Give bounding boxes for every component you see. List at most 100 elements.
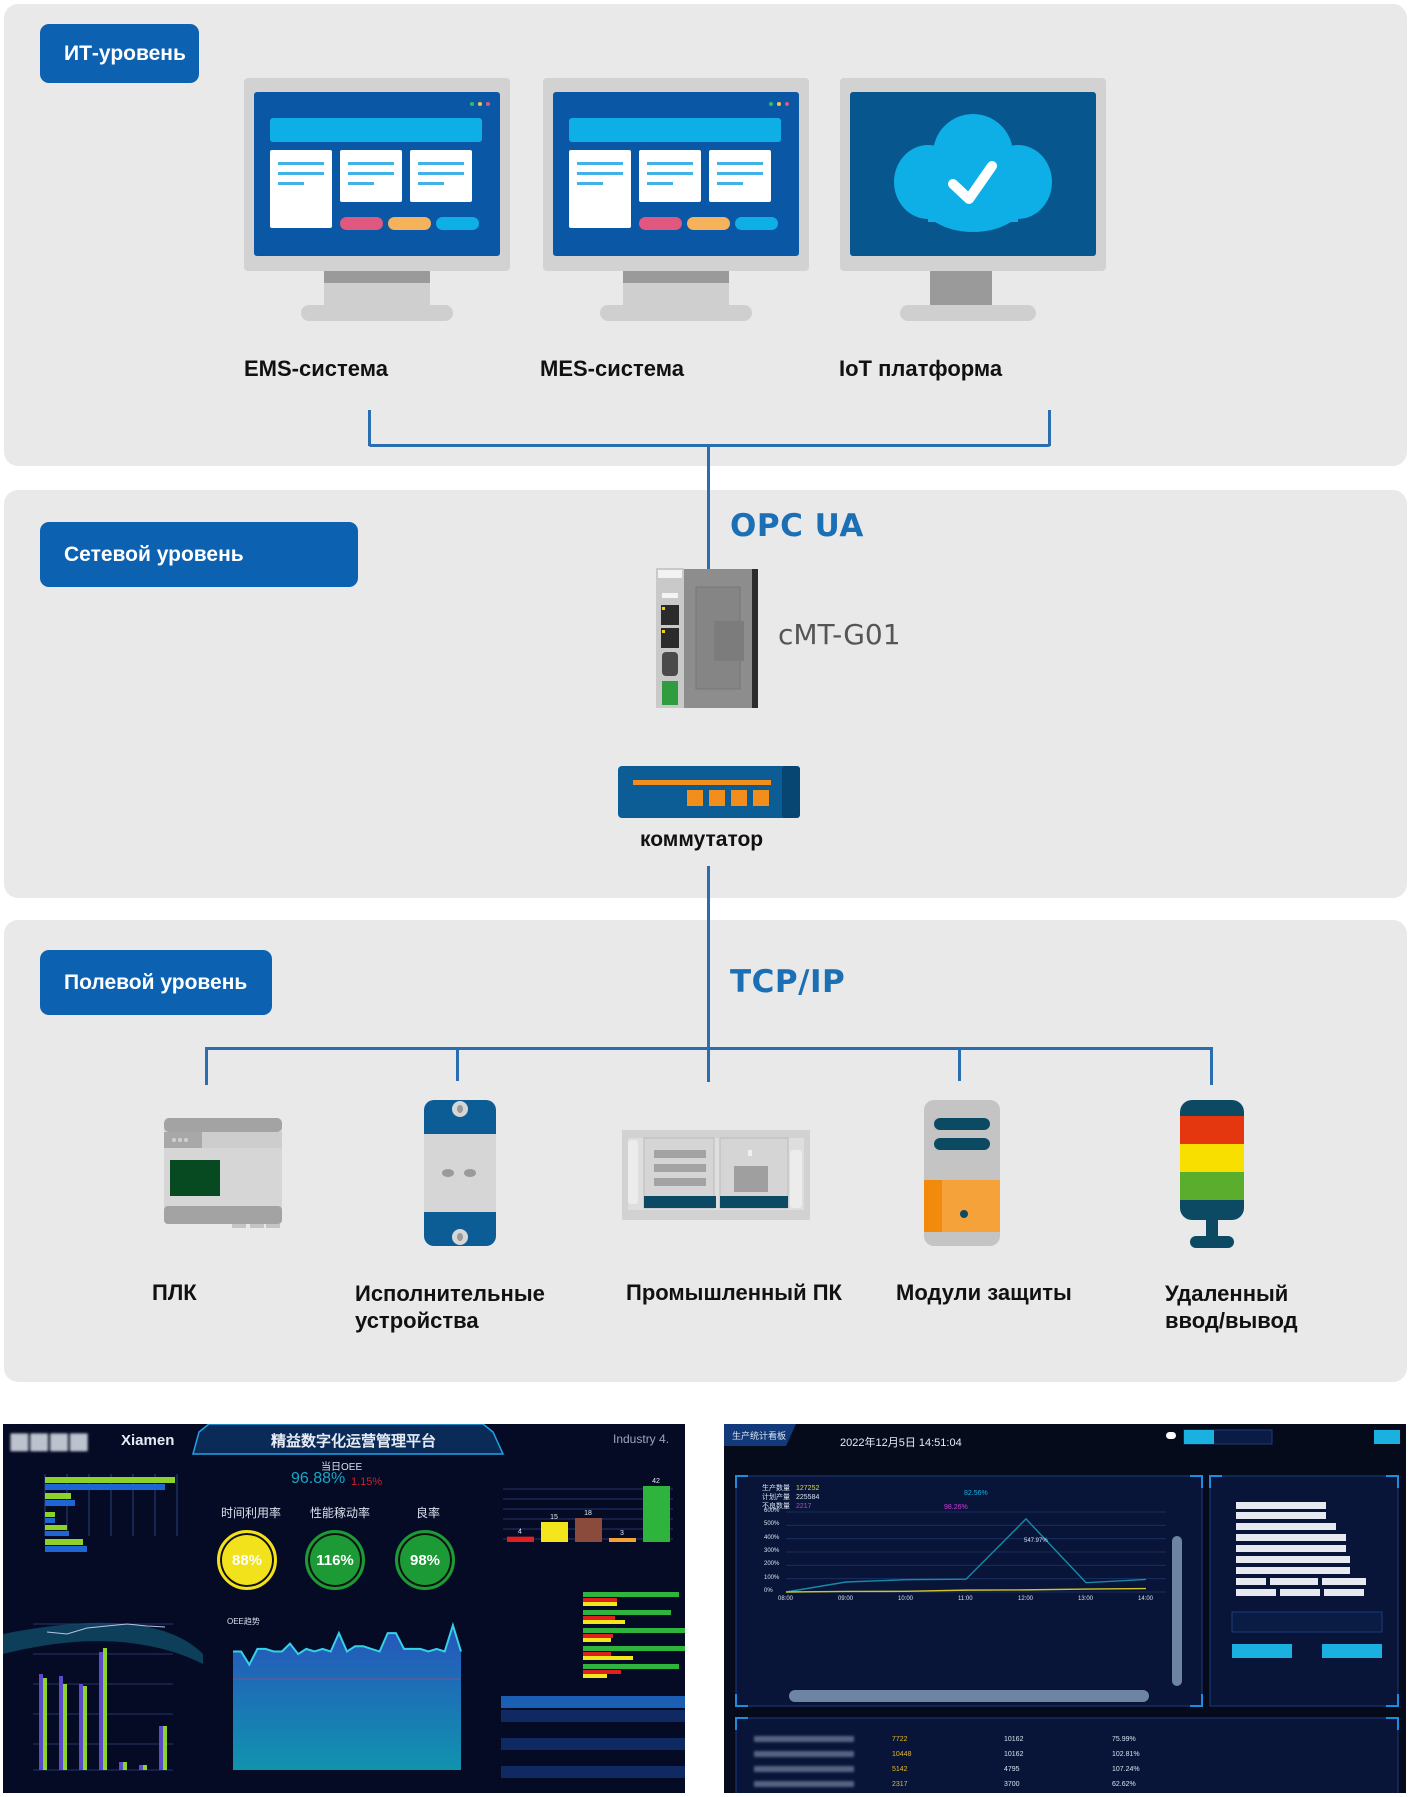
- plc-icon: [162, 1118, 284, 1235]
- tcp-ip-label: TCP/IP: [730, 964, 846, 1000]
- summary-labels: 生产数量计划产量不良数量: [762, 1485, 790, 1510]
- weekly-bar: [103, 1648, 107, 1770]
- table-row-name-blurred: [754, 1781, 854, 1787]
- peak-label: 547.97%: [1024, 1538, 1048, 1544]
- ems-system-label: EMS-система: [244, 356, 388, 381]
- weekly-bar: [143, 1765, 147, 1770]
- weekly-bar: [39, 1674, 43, 1770]
- y-tick-label: 200%: [764, 1561, 780, 1568]
- x-tick-label: 12:00: [1018, 1596, 1034, 1602]
- gauge-label-utilization: 时间利用率: [221, 1506, 282, 1520]
- table-cell: 3700: [1004, 1781, 1020, 1788]
- connector-line: [1048, 410, 1051, 446]
- dashboard-tab[interactable]: 生产统计看板: [732, 1431, 787, 1441]
- x-tick-label: 10:00: [898, 1596, 914, 1602]
- drop-line: [1210, 1047, 1213, 1085]
- table-cell: 62.62%: [1112, 1781, 1136, 1788]
- network-level-badge-label: Сетевой уровень: [64, 542, 244, 566]
- status-bar: [507, 1536, 534, 1542]
- weekly-bar: [139, 1765, 143, 1770]
- status-bar: [541, 1522, 568, 1542]
- weekly-bar: [163, 1726, 167, 1770]
- yield-value: 98.26%: [944, 1504, 968, 1511]
- drop-line: [958, 1047, 961, 1081]
- iot-monitor-icon: [840, 78, 1106, 324]
- switch-label: коммутатор: [640, 828, 764, 851]
- weekly-bar: [159, 1726, 163, 1770]
- gauge-performance: 116%: [305, 1530, 365, 1590]
- y-tick-label: 500%: [764, 1521, 780, 1528]
- table-cell: 7722: [892, 1736, 908, 1743]
- oee-delta: 1.15%: [351, 1476, 383, 1488]
- status-bar-label: 42: [652, 1478, 660, 1485]
- field-level-panel: Полевой уровень: [4, 920, 1407, 1382]
- trunk-line: [707, 866, 710, 1082]
- drop-line: [205, 1047, 208, 1085]
- ems-monitor-icon: [244, 78, 510, 324]
- dashboard-datetime: 2022年12月5日 14:51:04: [840, 1437, 962, 1449]
- weekly-bar: [123, 1762, 127, 1770]
- weekly-bar: [63, 1684, 67, 1770]
- weekly-bar: [59, 1676, 63, 1770]
- it-level-badge-label: ИТ-уровень: [64, 41, 186, 65]
- weekly-bar: [119, 1762, 123, 1770]
- table-cell: 102.81%: [1112, 1751, 1140, 1758]
- x-tick-label: 13:00: [1078, 1596, 1094, 1602]
- gateway-device-icon: [656, 565, 760, 710]
- it-level-panel: ИТ-уровень: [4, 4, 1407, 466]
- table-row-name-blurred: [754, 1751, 854, 1757]
- industrial-pc-icon: [622, 1130, 810, 1227]
- network-switch-icon: [618, 766, 800, 818]
- weekly-bar: [43, 1678, 47, 1770]
- oee-label: 当日OEE: [321, 1462, 363, 1473]
- status-bar-label: 4: [518, 1529, 522, 1536]
- status-bar: [575, 1518, 602, 1542]
- iot-platform-label: IoT платформа: [839, 356, 1003, 381]
- weekly-bar: [99, 1652, 103, 1770]
- gauge-label-performance: 性能稼动率: [310, 1506, 371, 1520]
- dashboard-title: 精益数字化运营管理平台: [271, 1433, 437, 1450]
- table-cell: 10162: [1004, 1736, 1024, 1743]
- mes-system-label: MES-система: [540, 356, 684, 381]
- field-bus-line: [205, 1047, 1213, 1050]
- table-cell: 107.24%: [1112, 1766, 1140, 1773]
- mes-monitor-icon: [543, 78, 809, 324]
- y-tick-label: 400%: [764, 1534, 780, 1541]
- table-row-name-blurred: [754, 1736, 854, 1742]
- status-bar-label: 3: [620, 1530, 624, 1537]
- oee-value: 96.88%: [291, 1470, 346, 1487]
- x-tick-label: 09:00: [838, 1596, 854, 1602]
- oee-trend-label: OEE趋势: [227, 1617, 260, 1626]
- table-cell: 5142: [892, 1766, 908, 1773]
- gauge-utilization: 88%: [217, 1530, 277, 1590]
- field-level-badge-label: Полевой уровень: [64, 970, 248, 994]
- x-tick-label: 11:00: [958, 1596, 973, 1602]
- plc-label: ПЛК: [152, 1280, 197, 1305]
- gauge-label-yield: 良率: [416, 1506, 441, 1520]
- drop-line: [456, 1047, 459, 1081]
- status-bar: [643, 1486, 670, 1542]
- dashboard-brand: Xiamen: [121, 1432, 175, 1449]
- y-tick-label: 100%: [764, 1574, 780, 1581]
- dashboard-tag: Industry 4.: [613, 1432, 670, 1446]
- x-tick-label: 08:00: [778, 1596, 794, 1602]
- table-cell: 10448: [892, 1751, 912, 1758]
- remote-io-label: Удаленный ввод/вывод: [1165, 1281, 1298, 1333]
- protection-module-icon: [924, 1100, 1000, 1253]
- status-bar-label: 18: [584, 1510, 592, 1517]
- signal-tower-icon: [1180, 1100, 1244, 1255]
- rate-value: 82.56%: [964, 1490, 988, 1497]
- y-tick-label: 300%: [764, 1548, 780, 1554]
- status-bar-label: 15: [550, 1514, 558, 1521]
- x-tick-label: 14:00: [1138, 1596, 1154, 1602]
- connector-line: [368, 410, 371, 446]
- actuators-label: Исполнительные устройства: [355, 1281, 545, 1333]
- table-row-name-blurred: [754, 1766, 854, 1772]
- y-tick-label: 600%: [764, 1508, 780, 1514]
- status-bar: [609, 1538, 636, 1542]
- table-cell: 4795: [1004, 1766, 1020, 1773]
- it-level-badge: ИТ-уровень: [40, 24, 199, 83]
- protection-modules-label: Модули защиты: [896, 1280, 1072, 1305]
- actuator-icon: [424, 1100, 496, 1255]
